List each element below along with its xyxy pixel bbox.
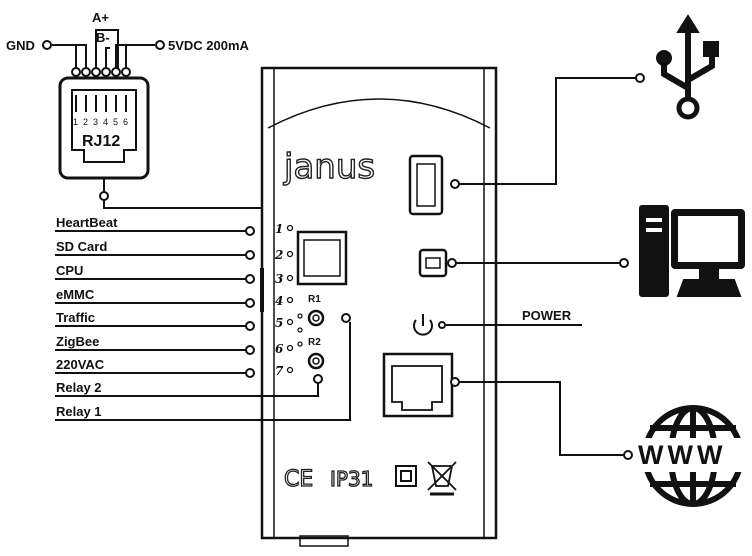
led-label-emmc: eMMC [56, 287, 95, 302]
micro-usb-port [418, 248, 448, 278]
led-number: 7 [275, 364, 284, 378]
led-label-sdcard: SD Card [56, 239, 107, 254]
rj12-connector [58, 76, 150, 192]
brand-logo: janus [283, 147, 375, 187]
relay1-label: Relay 1 [56, 404, 102, 419]
a-plus-label: A+ [92, 10, 109, 25]
ip-rating: IP31 [330, 467, 373, 491]
device-enclosure [260, 66, 498, 547]
led-label-220vac: 220VAC [56, 357, 105, 372]
pin-label: 6 [123, 117, 128, 127]
usb-port [408, 154, 444, 216]
relay2-button [307, 352, 325, 370]
pin-label: 5 [113, 117, 118, 127]
led-wiring [55, 226, 351, 421]
relay1-button [307, 309, 325, 327]
led-label-cpu: CPU [56, 263, 83, 278]
pin-label: 4 [103, 117, 108, 127]
led-number: 1 [275, 222, 283, 236]
led-label-heartbeat: HeartBeat [56, 215, 118, 230]
device-rj12-socket [296, 230, 348, 286]
usb-icon [656, 14, 719, 120]
led-label-traffic: Traffic [56, 310, 95, 325]
led-label-zigbee: ZigBee [56, 334, 99, 349]
gnd-label: GND [6, 38, 35, 53]
led-number: 6 [275, 342, 284, 356]
led-number: 5 [275, 316, 283, 330]
pin-label: 2 [83, 117, 88, 127]
led-number: 2 [274, 248, 283, 262]
pin-label: 3 [93, 117, 98, 127]
weee-bin-icon [427, 461, 457, 496]
ce-mark-icon: CE [284, 467, 313, 492]
led-number: 4 [275, 294, 283, 308]
power-icon [413, 314, 433, 336]
pin-label: 1 [73, 117, 78, 127]
b-minus-label: B- [96, 30, 110, 45]
rj12-label: RJ12 [82, 133, 120, 150]
relay1-tag: R1 [308, 294, 321, 305]
relay2-tag: R2 [308, 337, 321, 348]
rj12-pin-terminals [71, 67, 131, 77]
www-globe-icon [634, 405, 752, 507]
www-text: WWW [638, 440, 726, 470]
power-label: POWER [522, 308, 572, 323]
computer-icon [639, 205, 745, 297]
power-supply-label: 5VDC 200mA [168, 38, 250, 53]
led-number: 3 [275, 272, 283, 286]
relay2-label: Relay 2 [56, 380, 102, 395]
double-insulation-icon [395, 465, 417, 487]
